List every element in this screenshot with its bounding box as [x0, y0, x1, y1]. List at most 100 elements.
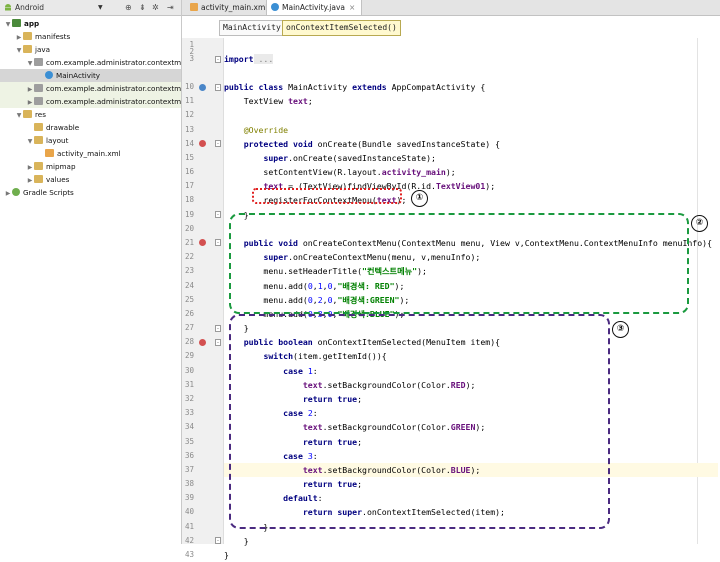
tree-item[interactable]: ▼app [0, 17, 181, 30]
code-line[interactable]: return true; [224, 477, 718, 491]
chevron-down-icon[interactable]: ▼ [5, 21, 11, 28]
class-marker-icon[interactable] [199, 83, 206, 91]
folder-icon [23, 45, 32, 53]
tab-main-activity-java[interactable]: MainActivity.java× [266, 0, 363, 15]
tree-item[interactable]: ▼ java [0, 43, 181, 56]
code-line[interactable]: case 2: [224, 406, 718, 420]
fold-marker-icon[interactable]: - [215, 324, 221, 332]
code-token: text [302, 379, 323, 390]
code-token: ); [470, 464, 481, 475]
close-icon[interactable]: × [348, 3, 356, 12]
line-number: 34 [184, 422, 194, 432]
code-token: TextView01 [435, 181, 486, 192]
tree-item-label: com.example.administrator.contextmenu02 [46, 84, 182, 93]
project-view-selector[interactable]: Android [15, 3, 44, 12]
annotation-badge-1: ① [411, 190, 428, 207]
chevron-right-icon[interactable]: ▶ [27, 99, 33, 106]
highlight-box-item-selected [229, 314, 610, 529]
tree-item-label: com.example.administrator.contextmenu02 [46, 58, 182, 67]
chevron-right-icon[interactable]: ▶ [27, 164, 33, 171]
tree-item[interactable]: ▼layout [0, 134, 181, 147]
code-line[interactable]: public class MainActivity extends AppCom… [224, 80, 718, 94]
code-line[interactable]: @Override [224, 123, 718, 137]
fold-marker-icon[interactable]: - [215, 338, 221, 346]
code-token: 0 [307, 294, 313, 305]
code-line[interactable]: protected void onCreate(Bundle savedInst… [224, 137, 718, 151]
code-line[interactable]: } [224, 534, 718, 548]
chevron-right-icon[interactable]: ▶ [27, 86, 33, 93]
code-line[interactable]: menu.setHeaderTitle("컨텍스트메뉴"); [224, 264, 718, 278]
hide-icon[interactable]: ⇥ [167, 3, 174, 12]
tree-item[interactable]: ▶Gradle Scripts [0, 186, 181, 199]
code-token: ; [357, 479, 363, 490]
tree-item[interactable]: ▶mipmap [0, 160, 181, 173]
chevron-right-icon[interactable]: ▶ [16, 34, 22, 41]
chevron-right-icon[interactable]: ▶ [27, 177, 33, 184]
android-icon [5, 4, 11, 11]
code-line[interactable]: menu.add(0,1,0,"배경색: RED"); [224, 279, 718, 293]
override-marker-icon[interactable] [199, 239, 206, 247]
chevron-down-icon[interactable]: ▼ [98, 4, 103, 11]
code-line[interactable]: } [224, 520, 718, 534]
tree-item[interactable]: ▶ com.example.administrator.contextmenu02 [0, 95, 182, 108]
package-icon [34, 58, 43, 66]
code-token: text [288, 96, 308, 107]
breadcrumb-class[interactable]: MainActivity [219, 20, 285, 36]
tree-item[interactable]: ▶ com.example.administrator.contextmenu02 [0, 82, 182, 95]
code-line[interactable]: } [224, 321, 718, 335]
code-token: TextView [224, 96, 289, 107]
chevron-right-icon[interactable]: ▶ [5, 190, 11, 197]
code-line[interactable]: super.onCreate(savedInstanceState); [224, 151, 718, 165]
override-marker-icon[interactable] [199, 338, 206, 346]
code-line[interactable]: public boolean onContextItemSelected(Men… [224, 335, 718, 349]
tree-item[interactable]: ▶manifests [0, 30, 181, 43]
fold-marker-icon[interactable]: - [215, 211, 221, 219]
tree-item[interactable]: MainActivity [0, 69, 181, 82]
gear-icon[interactable]: ✲ [152, 3, 159, 12]
line-number: 25 [184, 294, 194, 304]
code-line[interactable]: TextView text; [224, 94, 718, 108]
code-line[interactable]: return true; [224, 435, 718, 449]
breadcrumb-method[interactable]: onContextItemSelected() [282, 20, 401, 36]
tree-item[interactable]: drawable [0, 121, 181, 134]
code-line[interactable]: menu.add(0,2,0,"배경색:GREEN"); [224, 293, 718, 307]
sync-icon[interactable]: ⊕ [125, 3, 132, 12]
chevron-down-icon[interactable]: ▼ [16, 47, 22, 54]
tree-item-label: com.example.administrator.contextmenu02 [46, 97, 182, 106]
code-line[interactable]: } [224, 548, 718, 562]
chevron-down-icon[interactable]: ▼ [27, 138, 33, 145]
code-line[interactable]: text.setBackgroundColor(Color.GREEN); [224, 420, 718, 434]
code-line[interactable]: return super.onContextItemSelected(item)… [224, 505, 718, 519]
fold-marker-icon[interactable]: - [215, 83, 221, 91]
code-line[interactable]: text.setBackgroundColor(Color.BLUE); [224, 462, 718, 477]
code-line[interactable]: setContentView(R.layout.activity_main); [224, 165, 718, 179]
tree-item[interactable]: ▶values [0, 173, 181, 186]
fold-marker-icon[interactable]: - [215, 55, 221, 63]
code-line[interactable]: return true; [224, 392, 718, 406]
code-line[interactable]: default: [224, 491, 718, 505]
code-line[interactable]: import ... [224, 52, 718, 66]
fold-marker-icon[interactable]: - [215, 239, 221, 247]
code-line[interactable]: case 1: [224, 364, 718, 378]
fold-marker-icon[interactable]: - [215, 140, 221, 148]
tree-item[interactable]: activity_main.xml [0, 147, 181, 160]
code-token: = (TextView)findViewById(R.id. [283, 181, 436, 192]
line-number: 16 [184, 167, 194, 177]
class-icon [271, 3, 279, 11]
code-line[interactable]: case 3: [224, 449, 718, 463]
code-line[interactable]: super.onCreateContextMenu(menu, v,menuIn… [224, 250, 718, 264]
chevron-down-icon[interactable]: ▼ [16, 112, 22, 119]
tree-item[interactable]: ▼ com.example.administrator.contextmenu02 [0, 56, 182, 69]
code-token: ); [399, 294, 410, 305]
code-token: ; [307, 96, 313, 107]
override-marker-icon[interactable] [199, 140, 206, 148]
code-line[interactable]: text.setBackgroundColor(Color.RED); [224, 378, 718, 392]
tree-item-label: java [35, 45, 51, 54]
code-token: : [312, 408, 318, 419]
code-line[interactable]: switch(item.getItemId()){ [224, 349, 718, 363]
tree-item[interactable]: ▼res [0, 108, 181, 121]
collapse-icon[interactable]: ⇟ [139, 3, 146, 12]
fold-marker-icon[interactable]: - [215, 537, 221, 545]
code-line[interactable]: text = (TextView)findViewById(R.id.TextV… [224, 179, 718, 193]
chevron-down-icon[interactable]: ▼ [27, 60, 33, 67]
